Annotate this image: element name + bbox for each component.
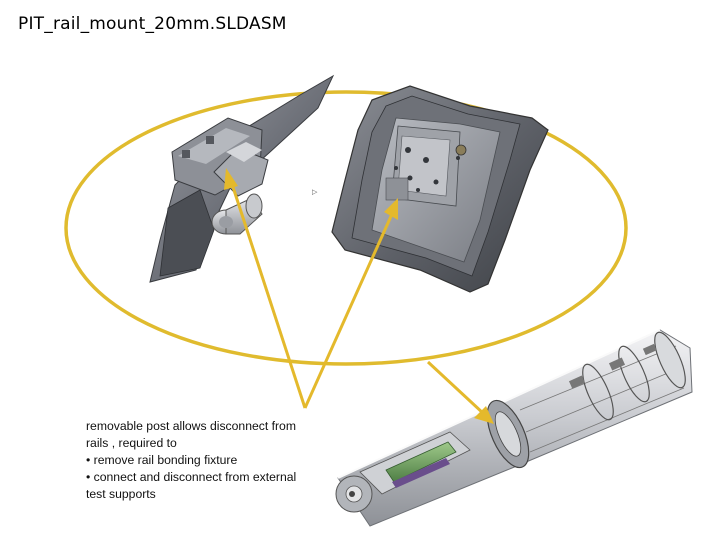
svg-text:▷: ▷ [312,188,318,196]
arrow-to-side-view [230,183,307,409]
arrow-head-icon [474,406,494,424]
arrow-to-tube [426,360,486,416]
arrow-head-icon [384,198,398,220]
arrow-head-icon [224,168,238,190]
rail-mount-part-front-view: ▷ [312,85,549,293]
annotation-line: • connect and disconnect from external [86,470,297,484]
tube-assembly [335,329,693,527]
rail-mount-part-side-view [149,74,335,283]
annotation-arrows [224,168,494,424]
annotation-line: rails , required to [86,436,177,450]
annotation-line: test supports [86,487,156,501]
highlight-ellipse [64,90,628,366]
slide-title: PIT_rail_mount_20mm.SLDASM [18,14,287,34]
annotation-line: removable post allows disconnect from [86,419,296,433]
annotation-line: • remove rail bonding fixture [86,453,238,467]
arrow-to-front-view [303,213,394,409]
annotation-text: removable post allows disconnect from ra… [86,418,322,503]
